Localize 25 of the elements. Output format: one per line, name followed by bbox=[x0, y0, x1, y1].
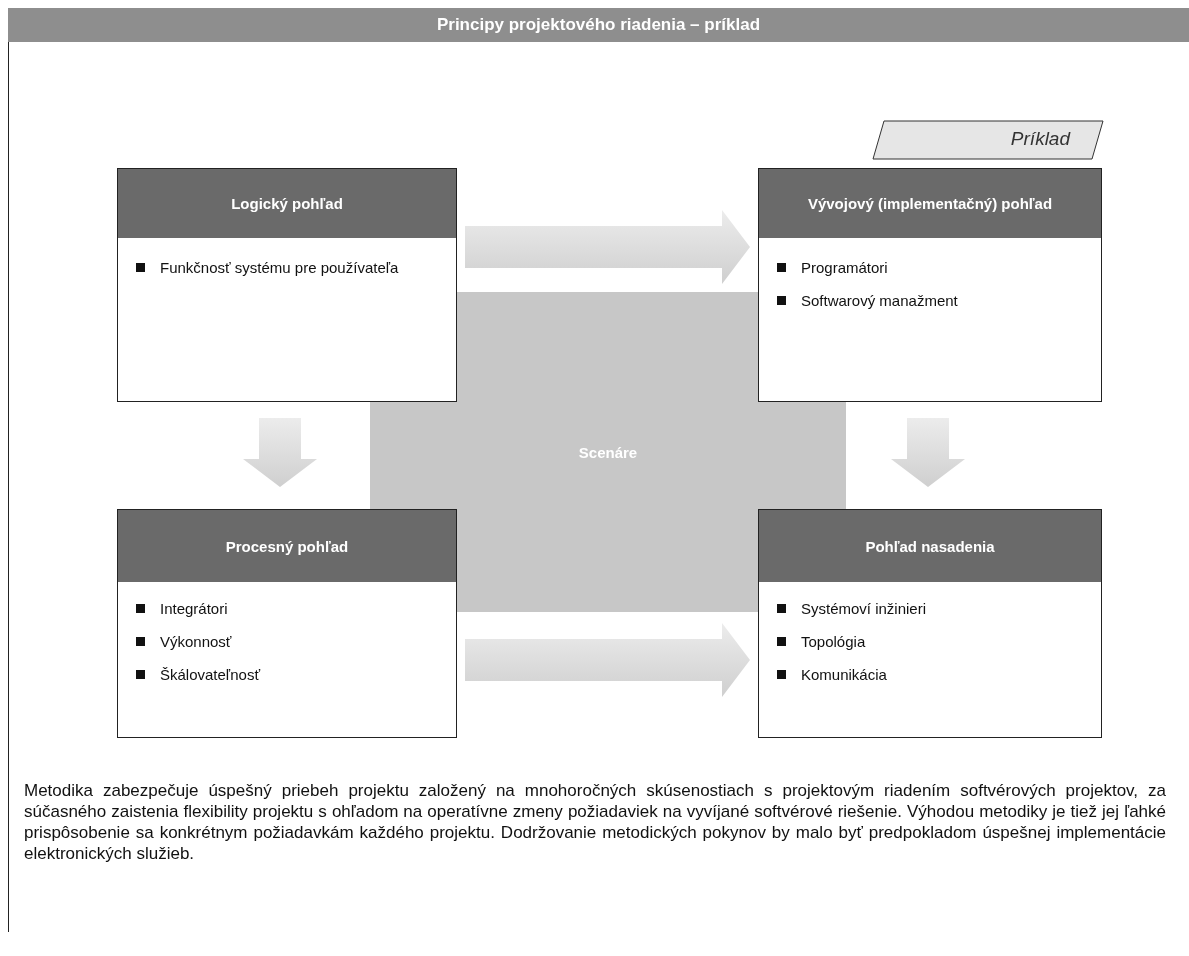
bullet-item: Softwarový manažment bbox=[801, 291, 1087, 311]
card-header: Logický pohľad bbox=[118, 169, 456, 238]
title-bar: Principy projektového riadenia – príklad bbox=[8, 8, 1189, 42]
view-card bbox=[117, 168, 457, 402]
view-card bbox=[758, 509, 1102, 738]
block-arrow bbox=[891, 418, 965, 487]
view-card bbox=[758, 168, 1102, 402]
bullet-item: Integrátori bbox=[160, 599, 442, 619]
block-arrow bbox=[243, 418, 317, 487]
example-tag: Príklad bbox=[872, 120, 1104, 160]
bullet-item: Výkonnosť bbox=[160, 632, 442, 652]
block-arrow bbox=[465, 623, 750, 697]
description-paragraph: Metodika zabezpečuje úspešný priebeh projektu založený na mnohoročných skúsenostiach s projektovým riadením softvérových projektov, za súčasného zaistenia flexibility projektu s ohľadom na operatívne zmeny požiadaviek na vyvíjané softvérové riešenie. Výhodou metodiky je tiež jej ľahké prispôsobenie sa konkrétnym požiadavkám každého projektu. Dodržovanie metodických pokynov by malo byť predpokladom úspešnej implementácie elektronických služieb. bbox=[24, 780, 1166, 864]
card-header: Vývojový (implementačný) pohľad bbox=[759, 169, 1101, 238]
bullet-item: Systémoví inžinieri bbox=[801, 599, 1087, 619]
view-card bbox=[117, 509, 457, 738]
bullet-item: Komunikácia bbox=[801, 665, 1087, 685]
bullet-item: Programátori bbox=[801, 258, 1087, 278]
bullet-item: Škálovateľnosť bbox=[160, 665, 442, 685]
scenario-label: Scenáre bbox=[578, 443, 638, 461]
card-header: Pohľad nasadenia bbox=[759, 510, 1101, 582]
block-arrow bbox=[465, 210, 750, 284]
bullet-item: Funkčnosť systému pre používateľa bbox=[160, 258, 442, 278]
bullet-item: Topológia bbox=[801, 632, 1087, 652]
card-header: Procesný pohľad bbox=[118, 510, 456, 582]
